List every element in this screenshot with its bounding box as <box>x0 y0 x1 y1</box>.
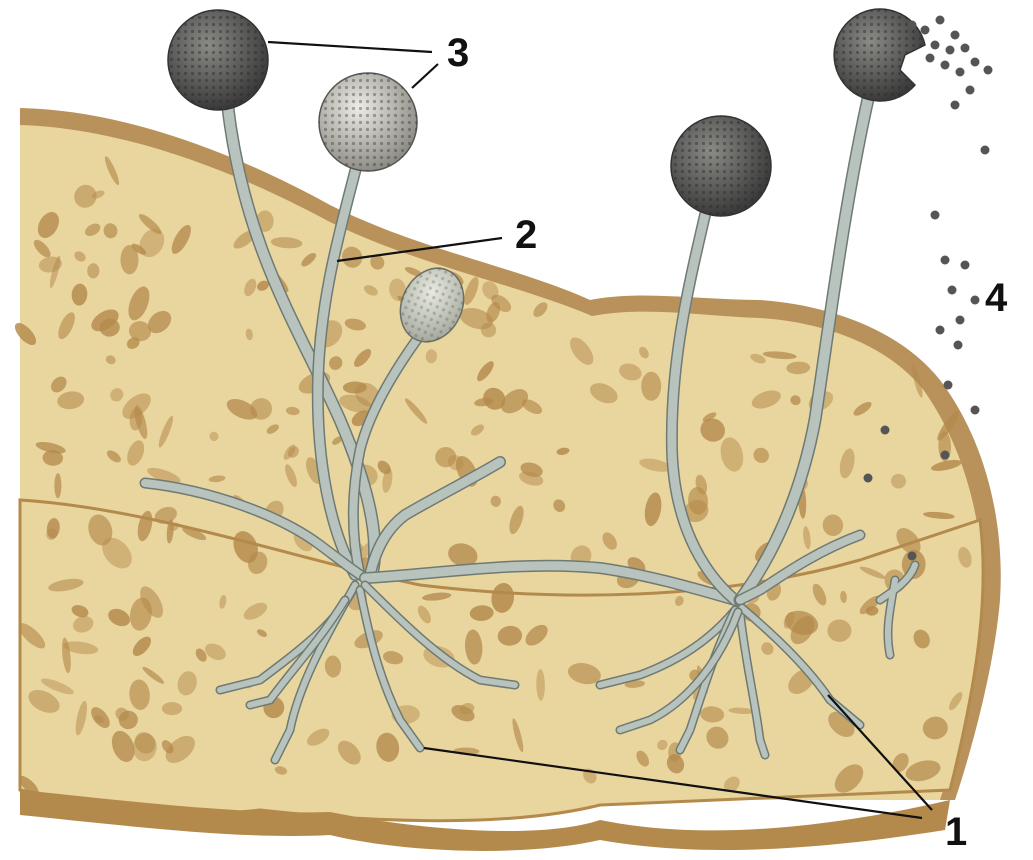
spore <box>941 451 950 460</box>
label-sporangium: 3 <box>447 31 469 75</box>
spore <box>936 16 945 25</box>
spore <box>984 66 993 75</box>
spore <box>936 326 945 335</box>
sporangium-light-left <box>319 73 417 171</box>
spore <box>956 68 965 77</box>
spore <box>966 86 975 95</box>
leader-line-3b <box>412 64 438 88</box>
spore <box>951 101 960 110</box>
spore <box>908 552 917 561</box>
spore <box>948 286 957 295</box>
spore <box>971 406 980 415</box>
spore <box>881 426 890 435</box>
spore <box>931 211 940 220</box>
spore <box>981 146 990 155</box>
spore <box>971 58 980 67</box>
bread-pore <box>641 372 661 401</box>
spore <box>954 341 963 350</box>
spore <box>956 316 965 325</box>
spore <box>946 46 955 55</box>
sporangium-dark-middle <box>671 116 771 216</box>
spore <box>941 61 950 70</box>
leader-line-3a <box>268 42 432 52</box>
label-sporangiophore: 2 <box>515 213 537 257</box>
spore <box>961 261 970 270</box>
spore <box>864 474 873 483</box>
spore <box>926 54 935 63</box>
spore <box>971 296 980 305</box>
label-rhizoids: 1 <box>945 810 967 854</box>
label-spores: 4 <box>985 276 1008 320</box>
spore <box>961 44 970 53</box>
spore <box>908 21 917 30</box>
spore <box>931 41 940 50</box>
spore <box>921 26 930 35</box>
spore <box>941 256 950 265</box>
spore <box>944 381 953 390</box>
sporangium-dark-left <box>168 10 268 110</box>
bread-pore <box>121 245 139 274</box>
bread-pore <box>54 473 61 498</box>
spore <box>951 31 960 40</box>
